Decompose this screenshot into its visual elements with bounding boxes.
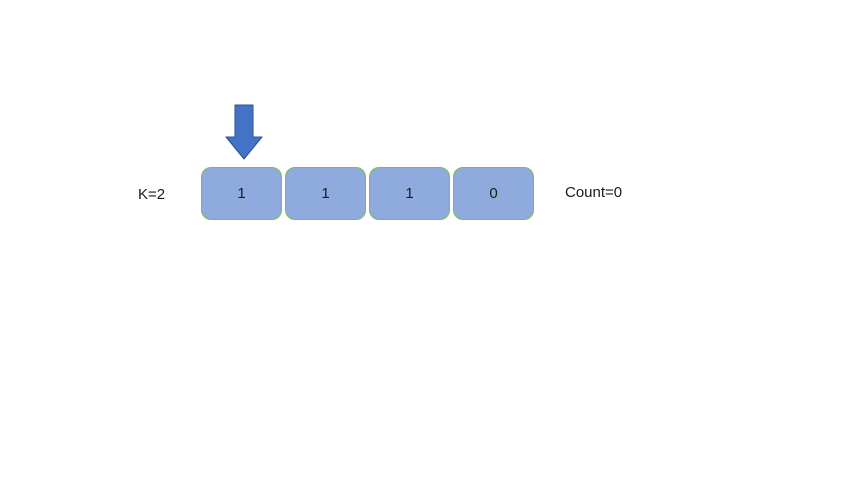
array-cell: 1 — [369, 167, 450, 220]
array-cell: 0 — [453, 167, 534, 220]
down-arrow-icon — [225, 104, 262, 160]
array-cell: 1 — [201, 167, 282, 220]
pointer-arrow — [225, 104, 263, 160]
count-value-label: Count=0 — [565, 184, 623, 201]
array-cell: 1 — [285, 167, 366, 220]
k-value-label: K=2 — [138, 186, 166, 203]
array-row: 1 1 1 0 — [201, 167, 534, 220]
